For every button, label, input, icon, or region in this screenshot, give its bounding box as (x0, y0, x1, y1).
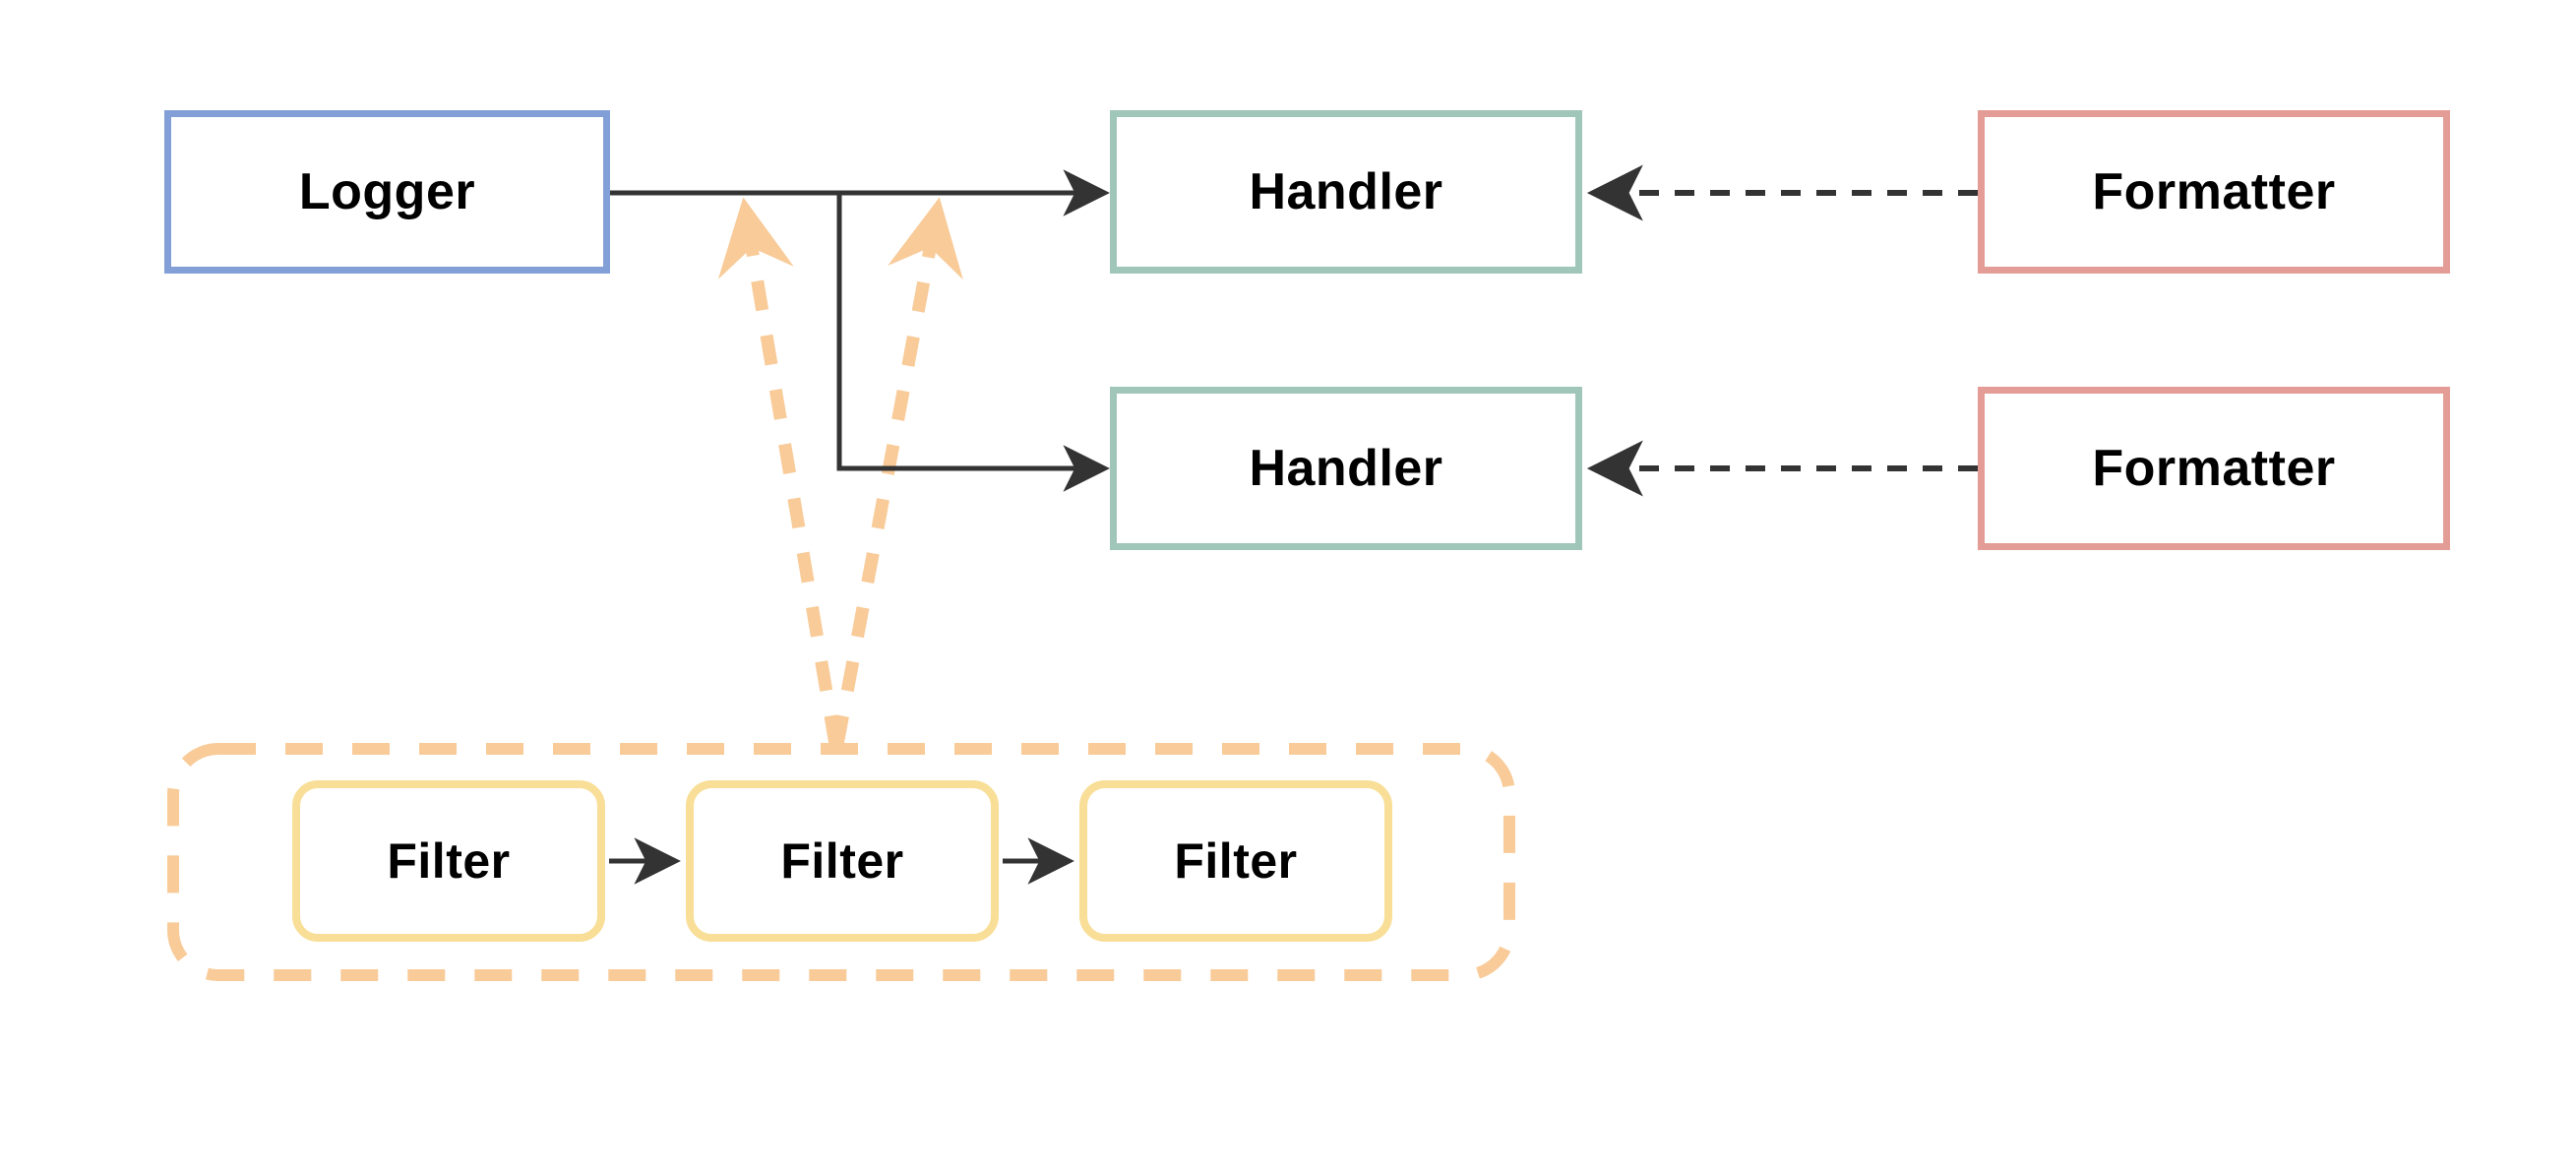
filter-node-2: Filter (686, 780, 999, 942)
logger-to-handler-bottom-arrow (836, 193, 1110, 492)
handler-bottom-node: Handler (1110, 387, 1582, 550)
filter-group-container (167, 743, 1515, 981)
handler-top-node: Handler (1110, 110, 1582, 274)
filter-chain-to-link-right-arrow (830, 197, 963, 747)
logger-node: Logger (164, 110, 610, 274)
filter-chain-to-link-left-arrow (717, 197, 842, 747)
formatter-bottom-node: Formatter (1978, 387, 2450, 550)
formatter-top-node: Formatter (1978, 110, 2450, 274)
filter-node-1: Filter (292, 780, 605, 942)
filter-node-3: Filter (1079, 780, 1392, 942)
